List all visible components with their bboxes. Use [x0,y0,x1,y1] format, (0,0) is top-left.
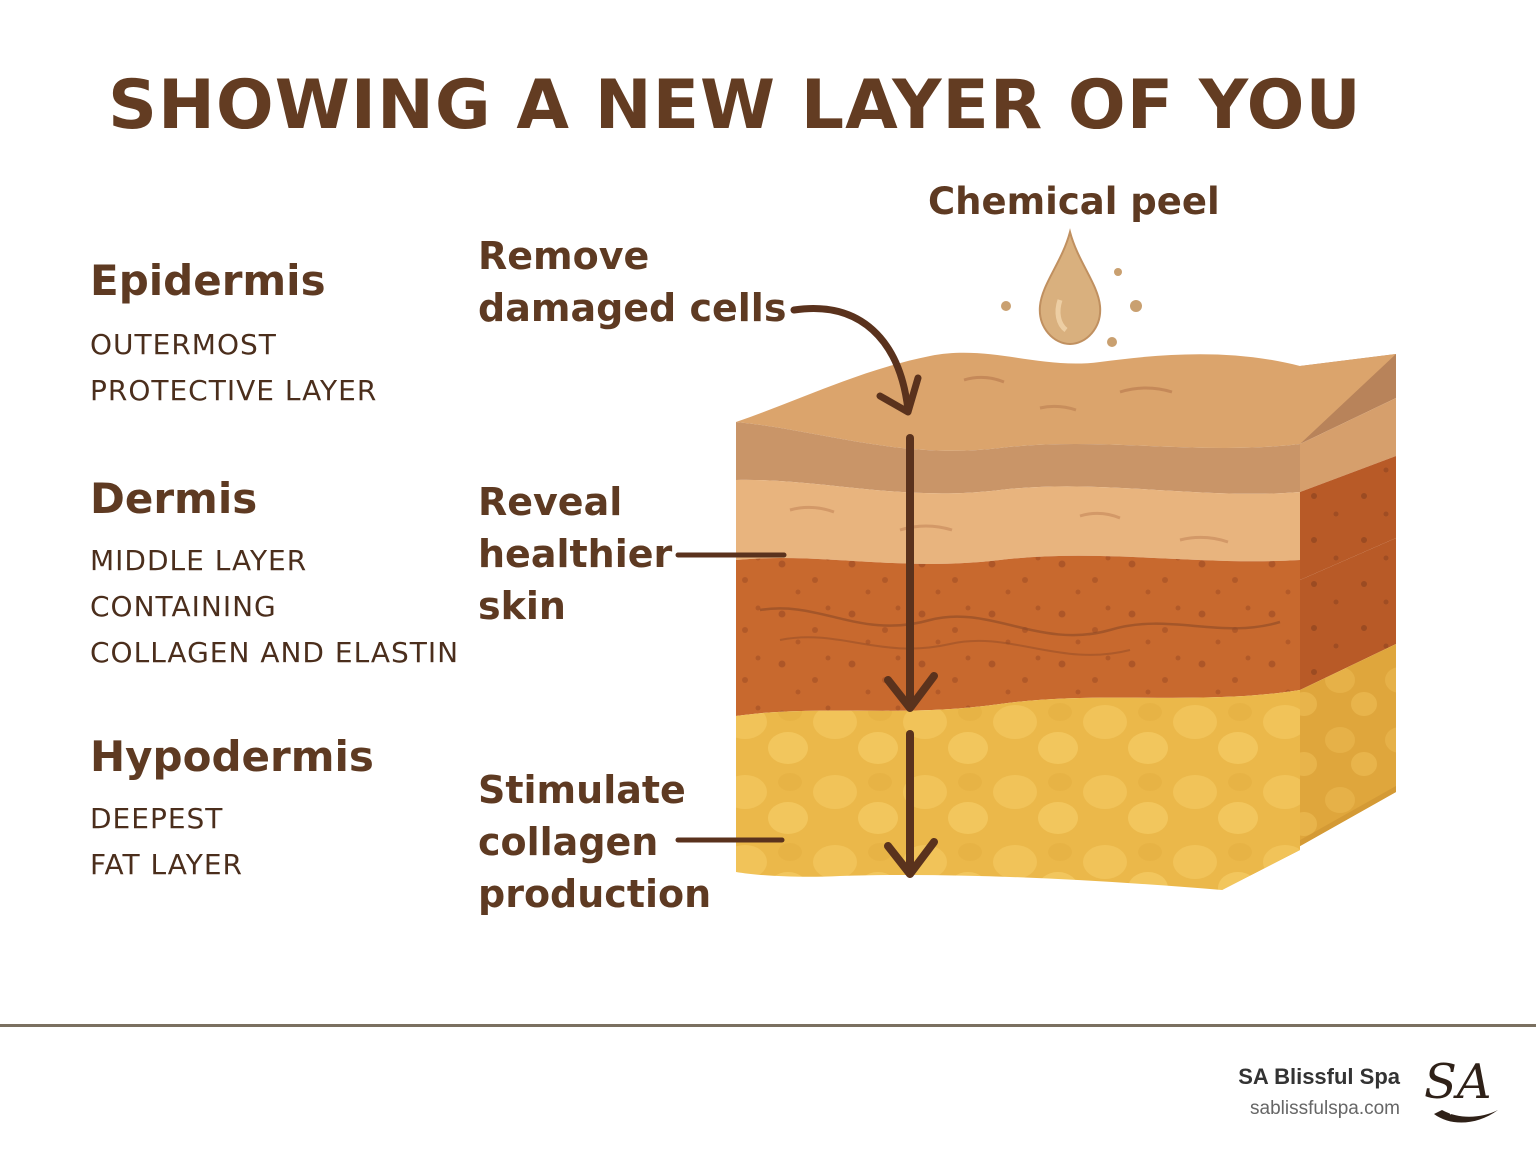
logo-text: SA [1424,1054,1492,1110]
desc-line: CONTAINING [90,590,277,623]
layer-desc-epidermis: OUTERMOST PROTECTIVE LAYER [90,322,377,414]
layer-desc-dermis: MIDDLE LAYER CONTAINING COLLAGEN AND ELA… [90,538,459,676]
chemical-peel-label: Chemical peel [928,180,1220,223]
layer-name-hypodermis: Hypodermis [90,732,374,781]
effect-line: damaged cells [478,286,787,330]
layer-name-epidermis: Epidermis [90,256,326,305]
effect-line: production [478,872,712,916]
desc-line: DEEPEST [90,802,224,835]
page-title: SHOWING A NEW LAYER OF YOU [108,66,1362,145]
brand-url[interactable]: sablissfulspa.com [1250,1098,1400,1119]
desc-line: FAT LAYER [90,848,243,881]
effect-line: Stimulate [478,768,686,812]
effect-line: collagen [478,820,659,864]
skin-block-top [736,352,1396,451]
effect-stimulate-collagen: Stimulate collagen production [478,764,711,920]
desc-line: OUTERMOST [90,328,277,361]
brand-logo: SA [1424,1054,1498,1123]
effect-line: Reveal [478,480,623,524]
remove-cells-arrow [790,305,912,414]
splash-dot [1130,300,1142,312]
footer-divider [0,1024,1536,1027]
skin-cross-section-illustration [675,228,1396,890]
layer-desc-hypodermis: DEEPEST FAT LAYER [90,796,243,888]
effect-reveal-healthier-skin: Reveal healthier skin [478,476,672,632]
skin-block-front [736,422,1300,890]
desc-line: COLLAGEN AND ELASTIN [90,636,460,669]
desc-line: PROTECTIVE LAYER [90,374,378,407]
effect-remove-damaged-cells: Remove damaged cells [478,230,786,334]
desc-line: MIDDLE LAYER [90,544,308,577]
brand-name: SA Blissful Spa [1238,1064,1400,1089]
effect-line: Remove [478,234,650,278]
splash-dot [1001,301,1011,311]
effect-line: healthier [478,532,673,576]
splash-dot [1107,337,1117,347]
droplet-icon [1038,228,1102,346]
effect-line: skin [478,584,566,628]
splash-dot [1114,268,1122,276]
penetration-arrow [884,434,938,878]
layer-name-dermis: Dermis [90,474,258,523]
